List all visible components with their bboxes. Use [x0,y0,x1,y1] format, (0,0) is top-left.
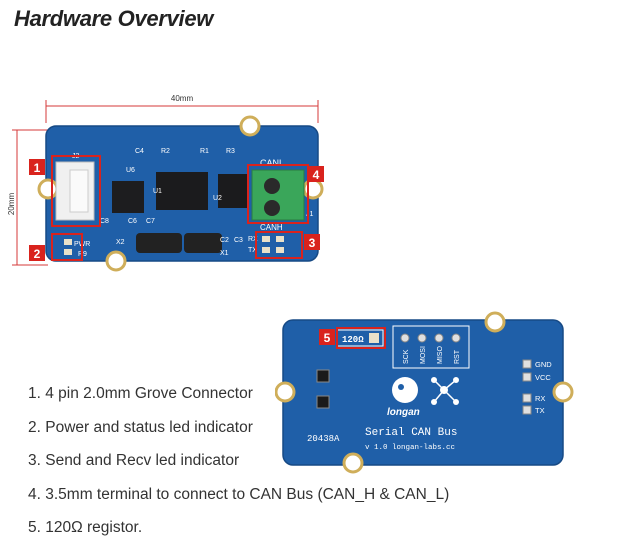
side-pin-pads [522,359,532,415]
pin-label-mosi: MOSI [420,346,427,364]
label-r2: R2 [161,148,170,155]
list-item: 2. Power and status led indicator [28,418,253,436]
crystal-x1 [184,233,222,253]
list-item: 1. 4 pin 2.0mm Grove Connector [28,385,253,402]
svg-text:3: 3 [309,236,316,250]
list-item: 3. Send and Recv led indicator [28,452,240,469]
back-board-image: 120Ω 5 SCK MOSI MISO RST GND VCC RX TX [275,311,574,474]
label-u1: U1 [153,188,162,195]
label-c3: C3 [234,237,243,244]
product-name: Serial CAN Bus [365,427,457,439]
svg-text:1: 1 [34,161,41,175]
brand-name: longan [387,407,420,418]
spi-header [392,325,470,369]
marker-1: 1 [29,159,45,175]
longan-logo-icon [392,377,459,405]
chip-u6 [112,181,144,213]
label-x2: X2 [116,239,125,246]
label-c8: C8 [100,218,109,225]
resistor-120 [369,333,379,343]
highlight-grove-connector [51,155,101,227]
front-board-image: 40mm 20mm J2 U6 U2 U1 J1 C4 R2 R1 R3 C8 … [8,94,324,272]
chip-u2 [218,174,248,208]
label-j1: J1 [306,211,314,218]
pin-label-rst: RST [454,349,461,364]
label-x1: X1 [220,250,229,257]
crystal-x2 [136,233,182,253]
pin-label-sck: SCK [403,349,410,364]
highlight-terminal [247,164,309,224]
label-canh: CANH [260,223,283,232]
label-c2: C2 [220,237,229,244]
back-mounting-holes [275,311,574,474]
height-dimension-label: 20mm [8,193,16,216]
marker-3: 3 [304,234,320,250]
marker-4: 4 [308,166,324,182]
label-r3: R3 [226,148,235,155]
page-title: Hardware Overview [14,6,214,31]
resistor-label: 120Ω [342,335,364,345]
pin-label-rx: RX [535,394,545,403]
label-tx: TX [248,247,257,254]
label-u2: U2 [213,195,222,202]
list-item: 5. 120Ω registor. [28,519,143,536]
chip-u1 [156,172,208,210]
width-dimension: 40mm [45,94,319,123]
label-c7: C7 [146,218,155,225]
feature-list: 1. 4 pin 2.0mm Grove Connector 2. Power … [28,384,449,552]
highlight-resistor [336,327,386,349]
marker-5: 5 [319,329,335,345]
label-u6: U6 [126,167,135,174]
leds [64,236,284,255]
svg-text:2: 2 [34,247,41,261]
label-rx: RX [248,236,258,243]
width-dimension-label: 40mm [171,94,194,103]
label-r1: R1 [200,148,209,155]
pin-label-miso: MISO [437,346,444,364]
highlight-power-led [51,233,83,261]
label-c6: C6 [128,218,137,225]
height-dimension: 20mm [8,129,48,266]
highlight-rx-tx-led [255,231,303,259]
svg-text:5: 5 [324,331,331,345]
pin-label-vcc: VCC [535,373,551,382]
label-c4: C4 [135,148,144,155]
label-canl: CANL [260,158,284,168]
marker-2: 2 [29,245,45,261]
pin-label-gnd: GND [535,360,552,369]
pin-label-tx: TX [535,406,545,415]
part-number: 20438A [307,434,340,444]
svg-text:4: 4 [313,168,320,182]
list-item: 4. 3.5mm terminal to connect to CAN Bus … [28,485,450,503]
version-line: v 1.0 longan-labs.cc [365,444,455,452]
